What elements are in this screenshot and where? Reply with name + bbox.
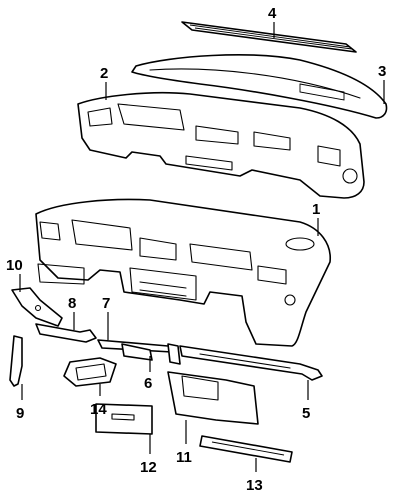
part-side-bracket — [11, 287, 63, 327]
part-instrument-panel-carrier — [35, 198, 331, 347]
callout-4: 4 — [268, 5, 277, 22]
callout-10: 10 — [6, 257, 23, 274]
part-upper-dash-panel — [77, 91, 365, 199]
part-ashtray — [63, 357, 117, 387]
callout-13: 13 — [246, 477, 263, 494]
callout-14: 14 — [90, 401, 107, 418]
part-lower-brace — [35, 323, 97, 343]
callout-6: 6 — [144, 375, 152, 392]
part-glove-box — [167, 371, 259, 425]
callout-11: 11 — [176, 449, 192, 466]
callout-5: 5 — [302, 405, 310, 422]
part-glove-box-door — [95, 403, 153, 435]
part-mounting-bracket — [121, 343, 181, 365]
callout-12: 12 — [140, 459, 157, 476]
part-lower-trim-strip — [199, 435, 293, 463]
part-vertical-brace — [9, 335, 23, 387]
callout-labels: 4 2 3 1 10 8 7 6 5 9 14 11 12 13 — [6, 5, 386, 494]
callout-1: 1 — [312, 201, 320, 218]
part-cross-car-beam — [179, 345, 323, 381]
callout-2: 2 — [100, 65, 108, 82]
callout-9: 9 — [16, 405, 24, 422]
part-defroster-grille — [181, 21, 357, 53]
part-dash-top-cover — [131, 54, 388, 119]
callout-8: 8 — [68, 295, 76, 312]
callout-7: 7 — [102, 295, 110, 312]
leader-lines — [19, 22, 385, 472]
callout-3: 3 — [378, 63, 386, 80]
